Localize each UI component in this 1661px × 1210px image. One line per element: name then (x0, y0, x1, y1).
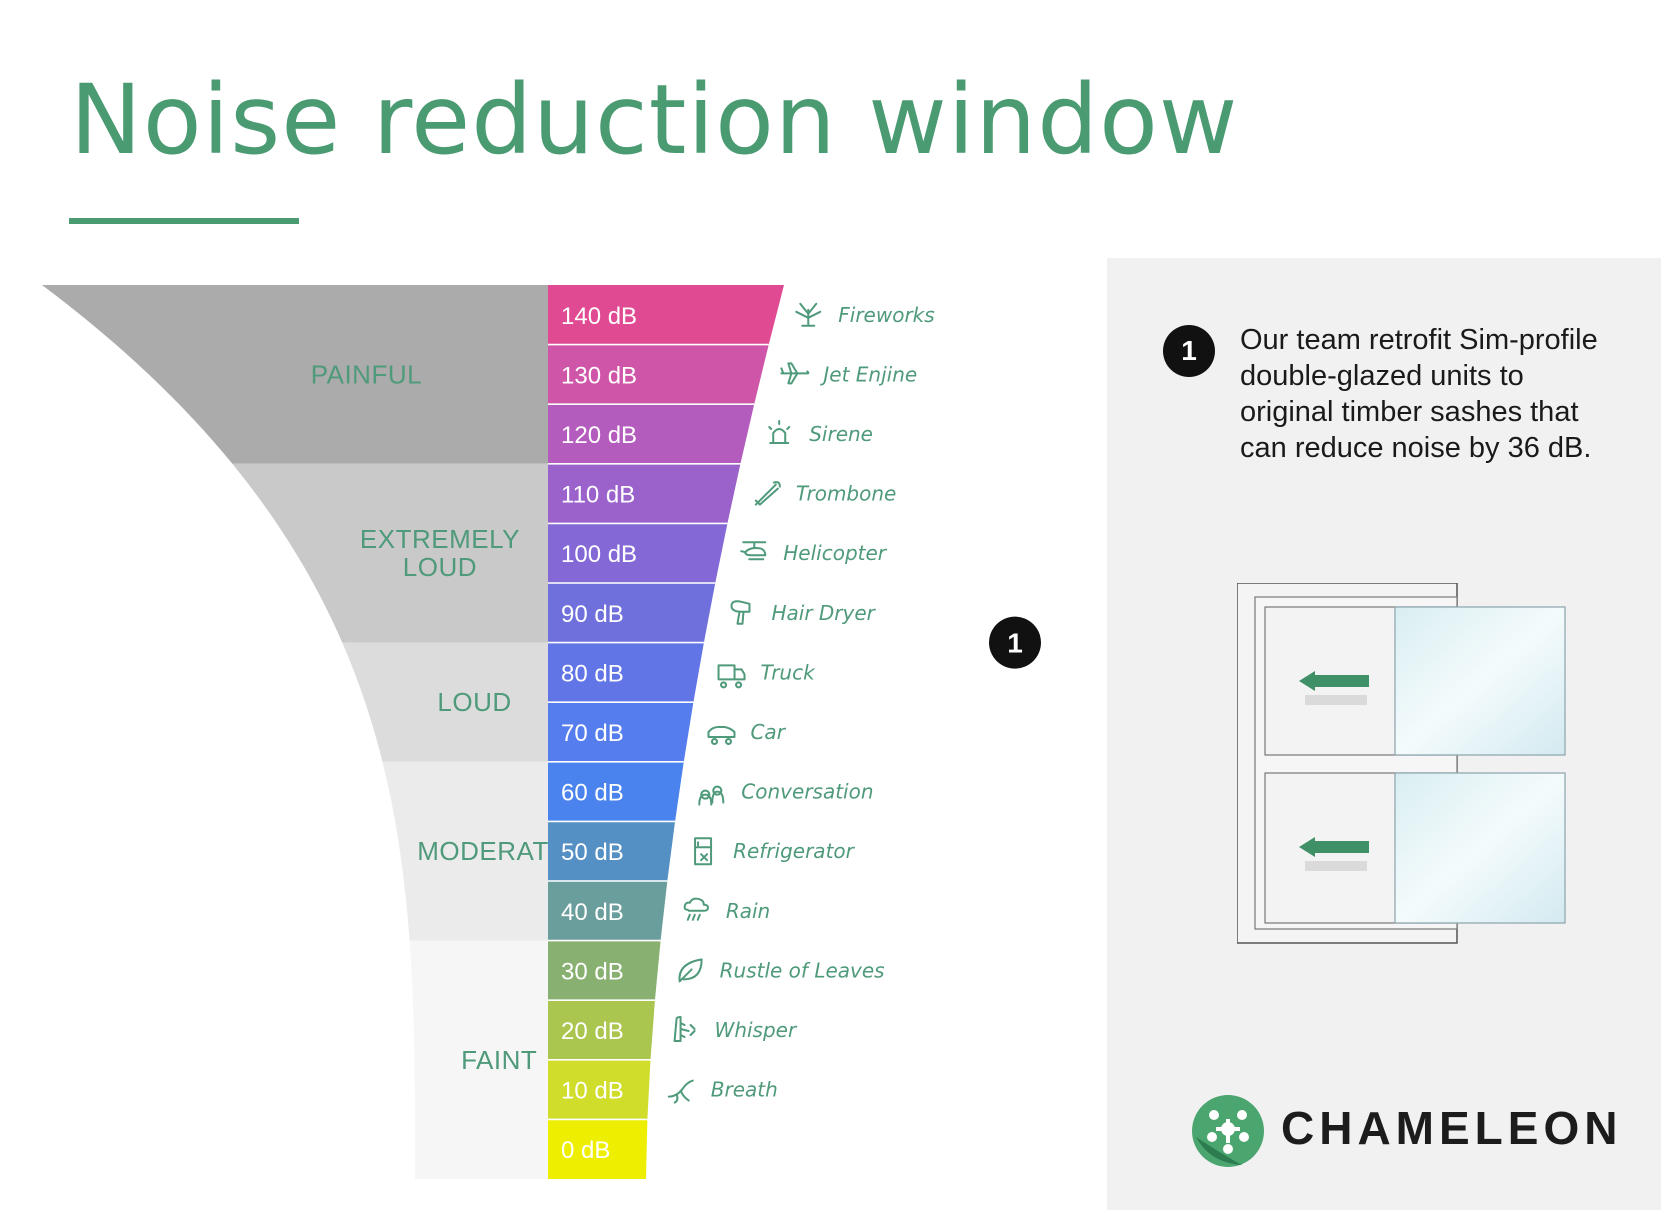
band-label: EXTREMELY (360, 524, 520, 554)
band-label: LOUD (403, 552, 477, 582)
band-label: PAINFUL (311, 359, 422, 389)
title-underline (69, 218, 299, 224)
decibel-band (548, 821, 676, 881)
helicopter-icon (740, 541, 767, 561)
noise-source-label: Sirene (809, 422, 873, 446)
decibel-label: 70 dB (561, 720, 624, 747)
noise-source: Breath (667, 1078, 778, 1104)
decibel-band (548, 940, 661, 1001)
marker-badge-label: 1 (1007, 628, 1023, 659)
noise-source-label: Car (750, 720, 786, 744)
noise-source-label: Whisper (715, 1018, 798, 1042)
noise-source: Helicopter (740, 541, 888, 565)
decibel-band (548, 1000, 655, 1060)
loudness-band (409, 940, 548, 1179)
trombone-icon (754, 481, 781, 506)
decibel-band (548, 583, 716, 643)
decibel-label: 40 dB (561, 899, 624, 926)
decibel-band (548, 523, 728, 583)
decibel-band (548, 761, 684, 822)
noise-source: Jet Enjine (780, 362, 917, 386)
decibel-label: 60 dB (561, 780, 624, 807)
noise-source-label: Breath (711, 1078, 778, 1102)
noise-source-label: Hair Dryer (771, 601, 876, 625)
whisper-icon (673, 1016, 696, 1042)
noise-source-label: Helicopter (783, 541, 888, 565)
noise-source-label: Fireworks (838, 303, 934, 327)
decibel-band (548, 642, 704, 703)
noise-source-label: Conversation (741, 780, 873, 804)
noise-source: Trombone (754, 481, 897, 506)
sash-window-icon (1237, 583, 1566, 944)
car-icon (707, 726, 736, 745)
decibel-label: 50 dB (561, 839, 624, 866)
decibel-label: 30 dB (561, 958, 624, 985)
loudness-band (232, 463, 548, 643)
fireworks-icon (795, 302, 822, 327)
noise-source-label: Refrigerator (733, 839, 856, 863)
decibel-band (548, 404, 755, 464)
band-label: MODERATE (417, 836, 566, 866)
decibel-label: 140 dB (561, 303, 637, 330)
noise-source: Rain (683, 897, 770, 923)
band-label: FAINT (461, 1045, 537, 1075)
decibel-label: 130 dB (561, 362, 637, 389)
decibel-label: 0 dB (561, 1137, 610, 1164)
truck-icon (717, 664, 746, 689)
brand-name: CHAMELEON (1281, 1102, 1623, 1154)
noise-source-label: Trombone (796, 482, 897, 506)
decibel-band (548, 1059, 651, 1120)
breath-icon (667, 1079, 694, 1104)
decibel-label: 100 dB (561, 541, 637, 568)
noise-source-label: Rain (726, 899, 770, 923)
airplane-icon (780, 362, 810, 385)
refrigerator-icon (694, 837, 713, 866)
noise-source-label: Truck (761, 660, 817, 684)
decibel-label: 10 dB (561, 1078, 624, 1105)
reduction-marker: 1 (703, 616, 1041, 669)
noise-source: Car (707, 720, 787, 745)
decibel-label: 110 dB (561, 482, 635, 509)
noise-source: Rustle of Leaves (678, 958, 885, 983)
noise-source: Refrigerator (694, 837, 856, 866)
decibel-band (548, 1119, 648, 1179)
leaf-icon (678, 958, 703, 983)
band-label: LOUD (437, 687, 511, 717)
page-title: Noise reduction window (70, 64, 1239, 176)
note-badge: 1 (1163, 325, 1215, 377)
decibel-label: 90 dB (561, 601, 624, 628)
decibel-band (548, 285, 784, 345)
decibel-band (548, 344, 769, 405)
rain-cloud-icon (683, 897, 709, 921)
loudness-band (42, 285, 548, 464)
decibel-label: 20 dB (561, 1018, 624, 1045)
decibel-band (548, 463, 741, 524)
noise-source: Whisper (673, 1016, 798, 1042)
loudness-band (342, 642, 548, 762)
noise-source: Truck (717, 660, 817, 689)
conversation-icon (698, 785, 725, 806)
noise-source: Hair Dryer (730, 600, 877, 625)
loudness-band (382, 761, 548, 941)
info-panel: 1 Our team retrofit Sim-profile double-g… (1107, 258, 1661, 1210)
note-text: Our team retrofit Sim-profile double-gla… (1240, 324, 1598, 464)
noise-source-label: Rustle of Leaves (720, 958, 885, 982)
noise-source: Conversation (698, 780, 874, 806)
decibel-scale: 140 dB 130 dB 120 dB 110 dB 100 dB 90 dB 80 dB… (548, 285, 784, 1179)
noise-source-label: Jet Enjine (819, 362, 917, 386)
noise-source: Sirene (768, 420, 873, 446)
decibel-band (548, 881, 668, 941)
chameleon-logo-icon (1192, 1095, 1264, 1167)
marker-badge (989, 616, 1041, 669)
noise-source: Fireworks (795, 302, 935, 327)
decibel-band (548, 702, 694, 762)
decibel-label: 120 dB (561, 422, 637, 449)
hair-dryer-icon (730, 600, 751, 625)
siren-icon (768, 420, 791, 444)
decibel-label: 80 dB (561, 660, 624, 687)
